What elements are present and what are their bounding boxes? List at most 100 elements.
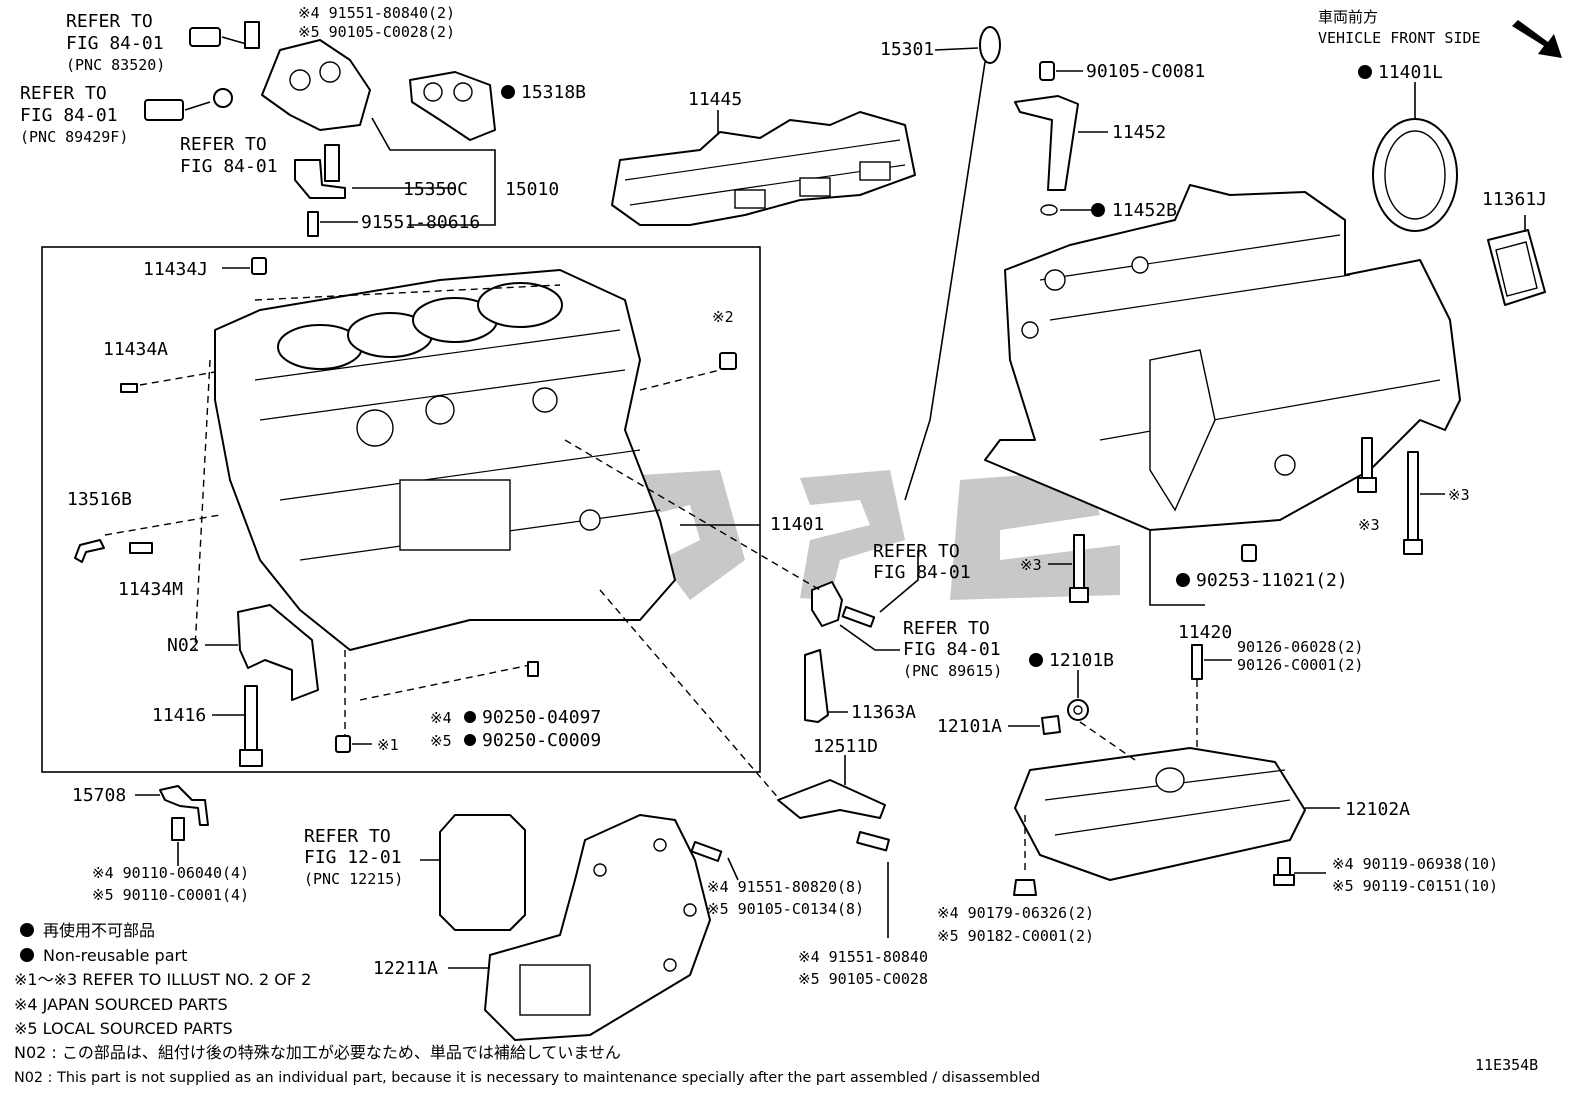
- legend-non-reusable-en: Non-reusable part: [43, 946, 187, 965]
- label-refer-e1: REFER TO: [903, 618, 990, 639]
- top-bolt-shape: [244, 21, 260, 49]
- nonreusable-dot: [1091, 203, 1105, 217]
- label-11452b: 11452B: [1112, 200, 1177, 221]
- label-refer-a1: REFER TO: [66, 11, 153, 32]
- label-refer-c2: FIG 84-01: [180, 156, 278, 177]
- label-mark3-c: ※3: [1020, 556, 1042, 574]
- label-stud-b: 90126-C0001(2): [1237, 656, 1363, 674]
- label-mark1: ※1: [377, 736, 399, 754]
- drain-plug-90179: [1013, 879, 1037, 896]
- label-n02: N02: [167, 635, 200, 656]
- label-refer-12-01-b: FIG 12-01: [304, 847, 402, 868]
- bolt-91551-80820: [690, 841, 723, 862]
- label-pin-5-num: 90250-C0009: [482, 730, 601, 751]
- refer-12-01-part: [439, 814, 526, 931]
- sensor-83520-shape: [189, 27, 221, 47]
- label-11434m: 11434M: [118, 579, 183, 600]
- label-bolt-cover-4: ※4 91551-80820(8): [707, 878, 864, 896]
- label-stud-a: 90126-06028(2): [1237, 638, 1363, 656]
- legend: 再使用不可部品 Non-reusable part ※1～※3 REFER TO…: [14, 921, 1040, 1086]
- label-refer-b3: (PNC 89429F): [20, 128, 128, 146]
- oil-pan-upper-11420: [984, 184, 1461, 531]
- label-pin-5: ※5: [430, 732, 452, 750]
- label-13516b: 13516B: [67, 489, 132, 510]
- knock-sensor: [811, 581, 843, 627]
- label-bolt-15708-5: ※5 90110-C0001(4): [92, 886, 249, 904]
- arrow-icon: [1512, 20, 1562, 58]
- plug-12101a: [1041, 715, 1061, 735]
- direction-jp: 車両前方: [1318, 8, 1378, 26]
- dipstick-15301: [904, 26, 1001, 501]
- bolt-90110: [171, 817, 185, 841]
- label-12211a: 12211A: [373, 958, 438, 979]
- label-pan-bolt-4: ※4 90119-06938(10): [1332, 855, 1498, 873]
- pin-mark1: [335, 735, 351, 753]
- nonreusable-dot: [501, 85, 515, 99]
- pin-11434m: [129, 542, 153, 554]
- label-11361j: 11361J: [1482, 189, 1547, 210]
- pin-11434a: [120, 383, 138, 393]
- label-15708: 15708: [72, 785, 126, 806]
- label-11416: 11416: [152, 705, 206, 726]
- label-15010: 15010: [505, 179, 559, 200]
- legend-note1: ※1～※3 REFER TO ILLUST NO. 2 OF 2: [14, 970, 311, 989]
- label-bolt-top-4: ※4 91551-80840(2): [298, 4, 455, 22]
- label-mark3-a: ※3: [1358, 516, 1380, 534]
- label-bolt-cover-5: ※5 90105-C0134(8): [707, 900, 864, 918]
- label-pin-4: ※4: [430, 709, 452, 727]
- sensor-89429f-shape: [144, 99, 184, 121]
- legend-note5: ※5 LOCAL SOURCED PARTS: [14, 1019, 233, 1038]
- direction-en: VEHICLE FRONT SIDE: [1318, 29, 1481, 47]
- legend-n02-en: N02 : This part is not supplied as an in…: [14, 1070, 1040, 1086]
- label-refer-c1: REFER TO: [180, 134, 267, 155]
- bolt-mark3-a: [1361, 437, 1373, 483]
- label-11363a: 11363A: [851, 702, 916, 723]
- label-mark2: ※2: [712, 308, 734, 326]
- gasket-15318b-shape: [409, 71, 496, 141]
- label-90253: 90253-11021(2): [1196, 570, 1348, 591]
- label-refer-12-01-c: (PNC 12215): [304, 870, 403, 888]
- label-refer-d1: REFER TO: [873, 541, 960, 562]
- label-bolt-15708-4: ※4 90110-06040(4): [92, 864, 249, 882]
- legend-non-reusable-jp: 再使用不可部品: [43, 921, 155, 940]
- ocv-group: [144, 21, 496, 237]
- oil-pan-12102a: [1014, 747, 1306, 881]
- label-refer-b1: REFER TO: [20, 83, 107, 104]
- label-11434j: 11434J: [143, 259, 208, 280]
- pin-90253: [1241, 544, 1257, 562]
- label-drain-4: ※4 90179-06326(2): [937, 904, 1094, 922]
- label-11401l: 11401L: [1378, 62, 1443, 83]
- cylinder-block-frame: [41, 246, 761, 773]
- label-11452: 11452: [1112, 122, 1166, 143]
- legend-dot-en: [20, 948, 34, 962]
- label-15301: 15301: [880, 39, 934, 60]
- timing-cover-12211a: [484, 814, 711, 1041]
- bolt-cover2: [856, 831, 890, 852]
- label-refer-b2: FIG 84-01: [20, 105, 118, 126]
- insulator-11445: [611, 111, 916, 226]
- label-15350c: 15350C: [403, 179, 468, 200]
- label-pan-bolt-5: ※5 90119-C0151(10): [1332, 877, 1498, 895]
- pin-90250: [527, 661, 539, 677]
- bearing-cap-n02: [237, 604, 319, 701]
- label-refer-a3: (PNC 83520): [66, 56, 165, 74]
- vehicle-front-arrow: 車両前方 VEHICLE FRONT SIDE: [1318, 8, 1562, 58]
- label-pin-4-num: 90250-04097: [482, 707, 601, 728]
- label-bolt-cover2-5: ※5 90105-C0028: [798, 970, 928, 988]
- nonreusable-dot: [1358, 65, 1372, 79]
- label-bolt-top-5: ※5 90105-C0028(2): [298, 23, 455, 41]
- bolt-11416: [244, 685, 258, 753]
- oring-shape: [213, 88, 233, 108]
- bracket-11363a: [804, 649, 829, 723]
- label-11401: 11401: [770, 514, 824, 535]
- label-12102a: 12102A: [1345, 799, 1410, 820]
- legend-note4: ※4 JAPAN SOURCED PARTS: [14, 995, 228, 1014]
- bolt-mark3-c: [1073, 534, 1085, 592]
- illustration-code: 11E354B: [1475, 1056, 1538, 1074]
- label-refer-a2: FIG 84-01: [66, 33, 164, 54]
- label-11445: 11445: [688, 89, 742, 110]
- dowel-mark2: [719, 352, 737, 370]
- ocv-housing-shape: [261, 39, 371, 131]
- ocv-15350c-shape: [294, 159, 346, 199]
- plug-11434j: [251, 257, 267, 275]
